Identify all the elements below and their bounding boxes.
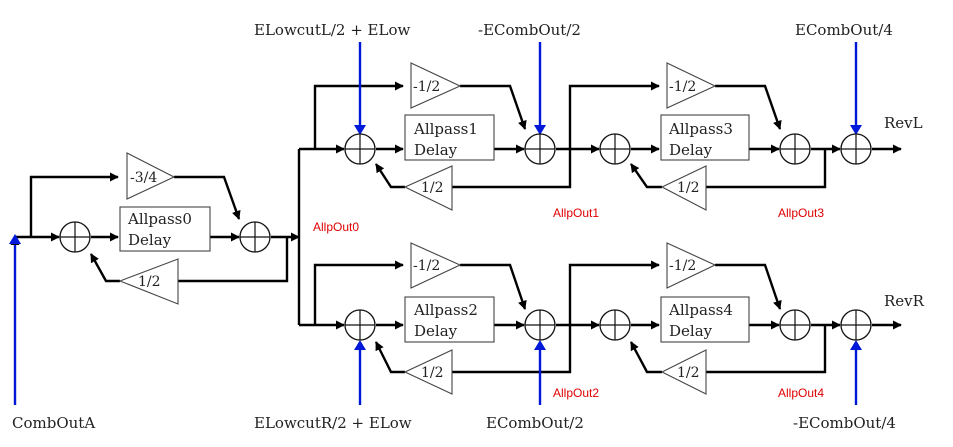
gain-ff3: -1/2 — [666, 62, 717, 109]
gain-label: -1/2 — [669, 258, 696, 274]
delay-title: Allpass0 — [127, 210, 192, 228]
delay-title: Allpass3 — [668, 120, 733, 138]
gain-label: -3/4 — [130, 170, 157, 186]
sum-junction — [344, 133, 376, 165]
wires — [15, 81, 902, 374]
delay-boxes: Allpass0 Delay Allpass1 Delay Allpass3 D… — [119, 114, 750, 343]
delay-subtitle: Delay — [669, 141, 713, 159]
delay-title: Allpass1 — [413, 120, 478, 138]
gain-triangles: -3/4 -1/2 -1/2 -1/2 -1/2 1/2 1/2 1 — [118, 62, 717, 395]
allpass2-delay-box: Allpass2 Delay — [404, 296, 495, 343]
neg-ecombout-4-label: -ECombOut/4 — [793, 414, 896, 432]
gain-fb0: 1/2 — [118, 258, 179, 305]
sum-junction — [779, 309, 811, 341]
delay-title: Allpass4 — [668, 301, 733, 319]
gain-label: -1/2 — [669, 79, 696, 95]
gain-fb2: 1/2 — [403, 349, 453, 395]
gain-label: 1/2 — [421, 365, 444, 381]
gain-label: 1/2 — [421, 180, 444, 196]
gain-ff0: -3/4 — [126, 152, 176, 200]
sum-junction — [344, 309, 376, 341]
gain-label: -1/2 — [413, 258, 440, 274]
signal-labels: CombOutA ELowcutL/2 + ELow -ECombOut/2 E… — [12, 21, 925, 432]
sum-junction — [239, 221, 271, 253]
summing-junctions — [59, 133, 872, 341]
allp-out0-label: AllpOut0 — [313, 220, 359, 234]
allpass1-delay-box: Allpass1 Delay — [404, 114, 495, 161]
sum-junction — [524, 133, 556, 165]
control-inputs — [9, 42, 862, 405]
allp-out2-label: AllpOut2 — [553, 386, 599, 400]
allp-out1-label: AllpOut1 — [553, 206, 599, 220]
sum-junction — [779, 133, 811, 165]
delay-subtitle: Delay — [414, 141, 458, 159]
allpass4-delay-box: Allpass4 Delay — [660, 296, 750, 343]
gain-fb1: 1/2 — [403, 165, 453, 211]
rev-r-label: RevR — [884, 292, 925, 310]
ecombout-4-label: ECombOut/4 — [795, 21, 893, 39]
ecombout-2-label: ECombOut/2 — [486, 414, 584, 432]
neg-ecombout-2-label: -ECombOut/2 — [478, 21, 581, 39]
allpass0-delay-box: Allpass0 Delay — [119, 206, 211, 252]
gain-fb3: 1/2 — [660, 165, 707, 211]
sum-junction — [59, 221, 91, 253]
allpass3-delay-box: Allpass3 Delay — [660, 114, 750, 161]
allp-out4-label: AllpOut4 — [778, 386, 824, 400]
elowcut-r-label: ELowcutR/2 + ELow — [254, 414, 412, 432]
gain-label: 1/2 — [677, 180, 700, 196]
sum-junction — [599, 133, 631, 165]
rev-l-label: RevL — [884, 114, 923, 132]
delay-subtitle: Delay — [414, 322, 458, 340]
gain-ff4: -1/2 — [666, 242, 717, 289]
gain-label: -1/2 — [413, 79, 440, 95]
elowcut-l-label: ELowcutL/2 + ELow — [254, 21, 410, 39]
sum-junction — [599, 309, 631, 341]
gain-label: 1/2 — [138, 274, 161, 290]
delay-subtitle: Delay — [669, 322, 713, 340]
gain-ff2: -1/2 — [410, 242, 462, 289]
delay-subtitle: Delay — [128, 231, 172, 249]
allp-out3-label: AllpOut3 — [778, 206, 824, 220]
node-labels: AllpOut0 AllpOut1 AllpOut3 AllpOut2 Allp… — [313, 206, 824, 400]
sum-junction — [524, 309, 556, 341]
comb-out-a-label: CombOutA — [12, 414, 95, 432]
sum-junction — [840, 133, 872, 165]
gain-label: 1/2 — [677, 365, 700, 381]
gain-ff1: -1/2 — [410, 62, 462, 109]
sum-junction — [840, 309, 872, 341]
delay-title: Allpass2 — [413, 301, 478, 319]
gain-fb4: 1/2 — [660, 349, 707, 395]
